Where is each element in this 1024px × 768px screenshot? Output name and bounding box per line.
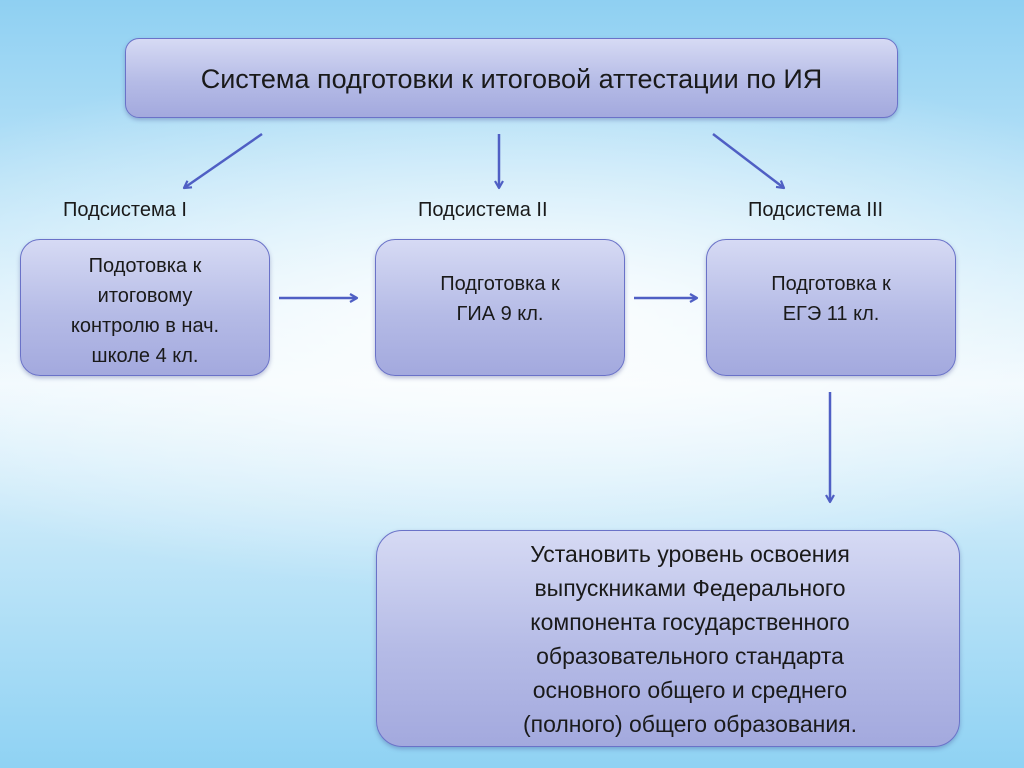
arrow-title-to-subsystem-3 — [712, 133, 786, 190]
subsystem-2-label: Подсистема II — [418, 199, 548, 221]
system-title-box: Система подготовки к итоговой аттестации… — [125, 38, 898, 118]
system-title: Система подготовки к итоговой аттестации… — [200, 64, 823, 94]
subsystem-1-label: Подсистема I — [63, 199, 187, 221]
subsystem-3-label: Подсистема III — [748, 199, 884, 221]
arrow-title-to-subsystem-1 — [182, 132, 263, 190]
